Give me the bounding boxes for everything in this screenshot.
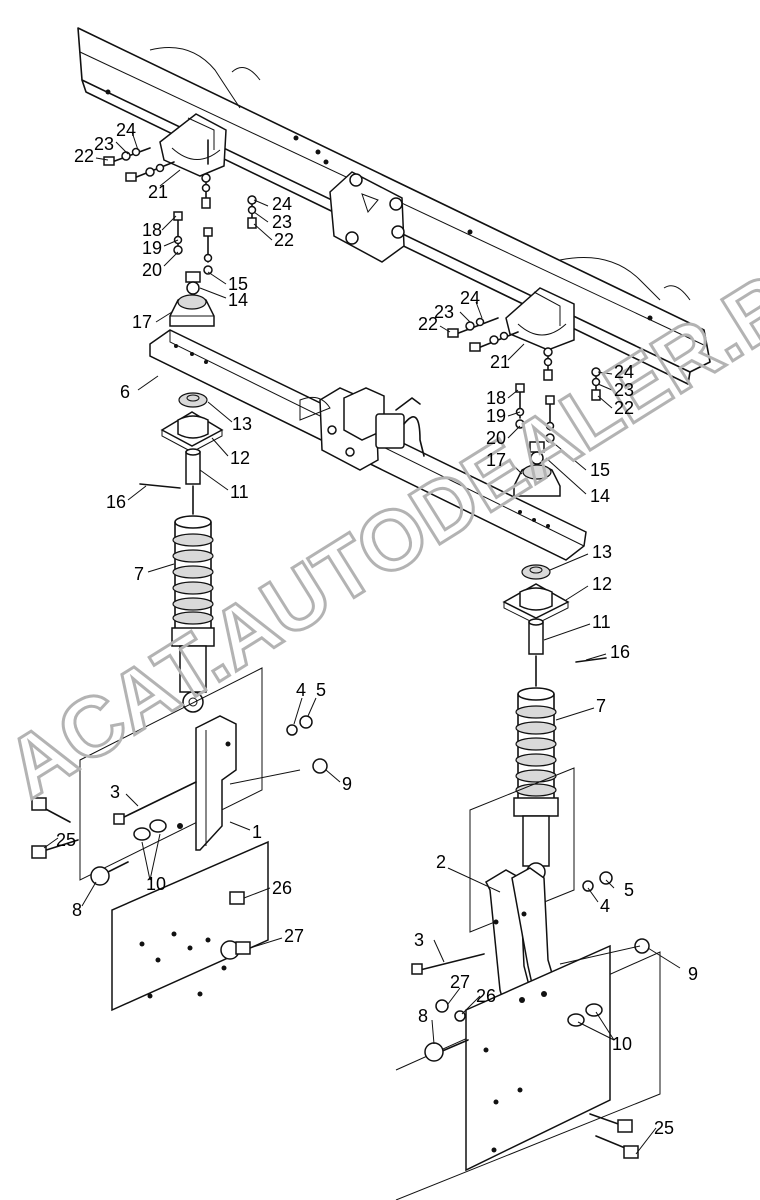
callout-22: 22 [418, 314, 438, 334]
callout-23: 23 [434, 302, 454, 322]
callout-16: 16 [610, 642, 630, 662]
callout-18: 18 [142, 220, 162, 240]
callout-26: 26 [272, 878, 292, 898]
callout-7: 7 [134, 564, 144, 584]
callout-25: 25 [654, 1118, 674, 1138]
right-bracket-bolts [447, 317, 601, 401]
callout-7: 7 [596, 696, 606, 716]
callout-24: 24 [272, 194, 292, 214]
callout-22: 22 [614, 398, 634, 418]
right-coil-spring-shock [513, 687, 559, 882]
callout-8: 8 [418, 1006, 428, 1026]
callout-14: 14 [228, 290, 248, 310]
callout-21: 21 [148, 182, 168, 202]
callout-19: 19 [142, 238, 162, 258]
callout-11: 11 [230, 482, 249, 502]
callout-26: 26 [476, 986, 496, 1006]
callout-2: 2 [436, 852, 446, 872]
callout-4: 4 [600, 896, 610, 916]
left-coil-spring-shock [171, 515, 215, 713]
callout-18: 18 [486, 388, 506, 408]
latch-cylinder-assembly [299, 387, 425, 471]
callout-12: 12 [230, 448, 250, 468]
callout-13: 13 [592, 542, 612, 562]
left-lower-bracket [79, 667, 269, 1012]
callout-4: 4 [296, 680, 306, 700]
callout-24: 24 [460, 288, 480, 308]
callout-labels: 24 23 22 21 24 23 22 18 19 20 15 14 17 6… [56, 120, 698, 1138]
right-upper-pad [502, 564, 570, 625]
right-upper-bracket [505, 287, 575, 351]
callout-25: 25 [56, 830, 76, 850]
callout-20: 20 [486, 428, 506, 448]
callout-5: 5 [316, 680, 326, 700]
callout-5: 5 [624, 880, 634, 900]
callout-9: 9 [688, 964, 698, 984]
callout-17: 17 [132, 312, 152, 332]
right-isolator-mount [513, 383, 561, 497]
callout-10: 10 [146, 874, 166, 894]
callout-13: 13 [232, 414, 252, 434]
callout-27: 27 [450, 972, 470, 992]
callout-6: 6 [120, 382, 130, 402]
callout-19: 19 [486, 406, 506, 426]
callout-23: 23 [94, 134, 114, 154]
callout-12: 12 [592, 574, 612, 594]
callout-16: 16 [106, 492, 126, 512]
callout-17: 17 [486, 450, 506, 470]
right-lower-bracket [395, 767, 661, 1200]
callout-1: 1 [252, 822, 262, 842]
callout-20: 20 [142, 260, 162, 280]
left-lower-fasteners [31, 715, 328, 955]
callout-21: 21 [490, 352, 510, 372]
callout-10: 10 [612, 1034, 632, 1054]
callout-22: 22 [74, 146, 94, 166]
right-lower-fasteners [411, 871, 650, 1159]
callout-9: 9 [342, 774, 352, 794]
callout-23: 23 [272, 212, 292, 232]
callout-23: 23 [614, 380, 634, 400]
callout-27: 27 [284, 926, 304, 946]
callout-8: 8 [72, 900, 82, 920]
right-spacer-tube [528, 618, 607, 687]
leader-lines [43, 131, 681, 1155]
callout-15: 15 [228, 274, 248, 294]
left-upper-pad [160, 392, 224, 453]
left-bracket-bolts [103, 147, 257, 229]
left-isolator-mount [169, 211, 215, 327]
left-spacer-tube [139, 448, 201, 515]
callout-24: 24 [614, 362, 634, 382]
watermark: ACAT.AUTODEALER.RU [0, 223, 760, 815]
rail-center-bracket [329, 171, 405, 263]
callout-3: 3 [414, 930, 424, 950]
callout-15: 15 [590, 460, 610, 480]
left-upper-bracket [159, 113, 227, 177]
callout-14: 14 [590, 486, 610, 506]
callout-24: 24 [116, 120, 136, 140]
callout-11: 11 [592, 612, 611, 632]
callout-3: 3 [110, 782, 120, 802]
callout-22: 22 [274, 230, 294, 250]
